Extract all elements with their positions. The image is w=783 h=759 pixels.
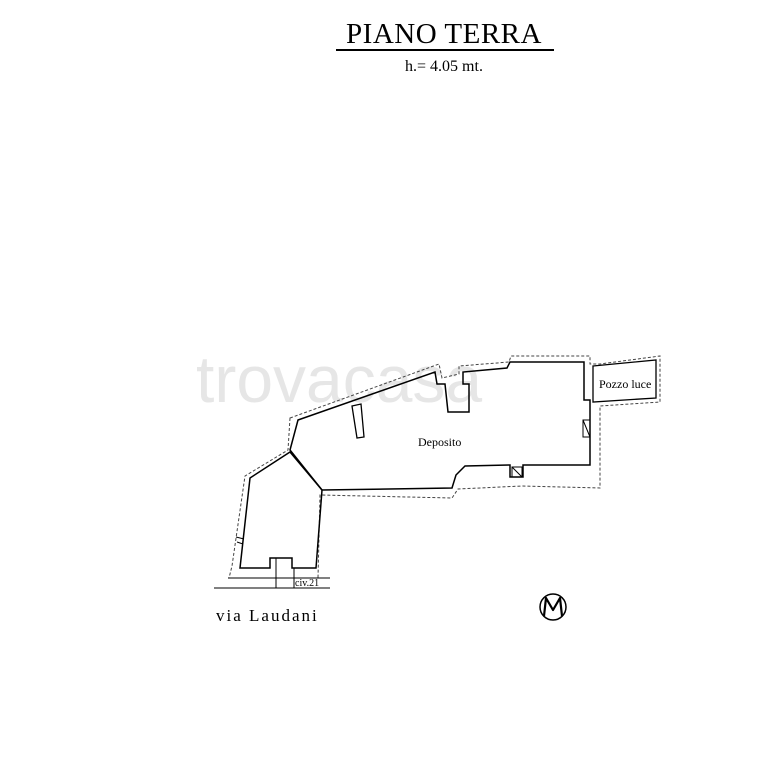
title-underline <box>336 49 554 51</box>
door-marker-left <box>235 536 245 545</box>
street-label: via Laudani <box>216 606 319 625</box>
north-arrow-icon <box>539 593 567 621</box>
pozzo-luce-label: Pozzo luce <box>599 377 651 391</box>
plan-title: PIANO TERRA <box>346 18 542 50</box>
door-marker-right <box>582 419 591 438</box>
entrance-room-outline <box>239 451 323 569</box>
civic-number-label: civ.21 <box>295 578 319 589</box>
pillar-outline <box>351 403 365 439</box>
deposito-label: Deposito <box>418 435 461 449</box>
door-marker-bottom <box>511 466 523 478</box>
watermark: trovacasa <box>196 342 482 416</box>
deposito-room-outline <box>289 361 591 491</box>
height-note: h.= 4.05 mt. <box>405 58 483 75</box>
pozzo-luce-outline <box>592 359 657 403</box>
outer-boundary <box>228 355 661 579</box>
